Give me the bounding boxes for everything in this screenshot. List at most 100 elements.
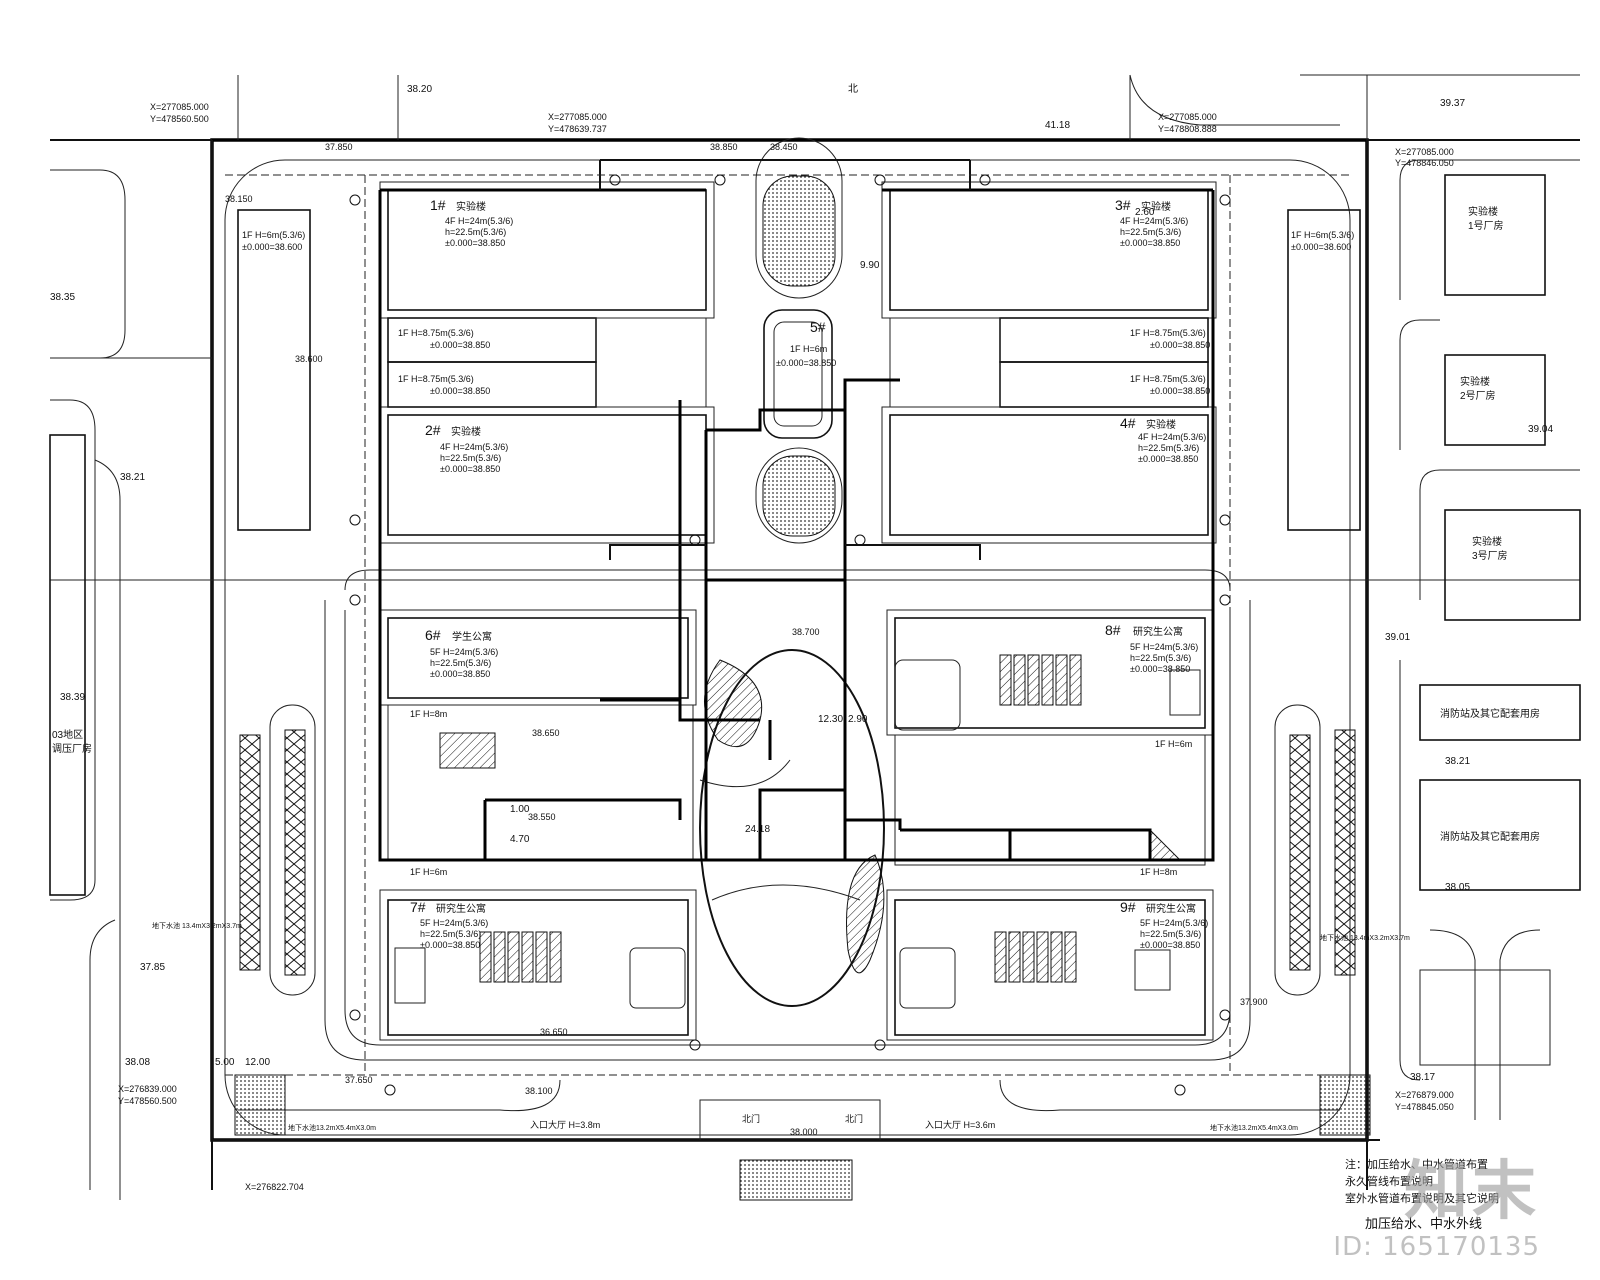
b7-num: 7# — [410, 899, 426, 915]
corr-r1-datum: ±0.000=38.850 — [1150, 340, 1210, 350]
elev: 39.01 — [1385, 632, 1410, 643]
side-building-left — [237, 209, 311, 531]
b3-datum: ±0.000=38.850 — [1120, 238, 1180, 248]
corr-r2-datum: ±0.000=38.850 — [1150, 386, 1210, 396]
b7-datum: ±0.000=38.850 — [420, 940, 480, 950]
elev: 38.17 — [1410, 1072, 1435, 1083]
b5-datum: ±0.000=38.850 — [776, 358, 836, 368]
stair-block — [994, 931, 1007, 983]
b7-spec: 5F H=24m(5.3/6) — [420, 918, 488, 928]
manhole-icon — [979, 174, 991, 186]
elev: 38.21 — [1445, 756, 1470, 767]
b1-datum: ±0.000=38.850 — [445, 238, 505, 248]
stair-block — [549, 931, 562, 983]
elev: 37.900 — [1240, 997, 1268, 1007]
side-building-right — [1287, 209, 1361, 531]
low-block-left — [387, 704, 694, 861]
b4-name: 实验楼 — [1146, 418, 1176, 431]
low-r2: 1F H=8m — [1140, 867, 1177, 877]
corr-l1-spec: 1F H=8.75m(5.3/6) — [398, 328, 474, 338]
elev: 38.850 — [710, 142, 738, 152]
stair-block — [1055, 654, 1068, 706]
manhole-icon — [689, 1039, 701, 1051]
b7-name: 研究生公寓 — [436, 902, 486, 915]
label-line: 3号厂房 — [1472, 549, 1508, 562]
b4-datum: ±0.000=38.850 — [1138, 454, 1198, 464]
b9-datum: ±0.000=38.850 — [1140, 940, 1200, 950]
b9-h: h=22.5m(5.3/6) — [1140, 929, 1201, 939]
b3-name: 实验楼 — [1141, 200, 1171, 213]
elev: 38.05 — [1445, 882, 1470, 893]
b6-h: h=22.5m(5.3/6) — [430, 658, 491, 668]
b2-spec: 4F H=24m(5.3/6) — [440, 442, 508, 452]
stair-block — [493, 931, 506, 983]
elev: 38.450 — [770, 142, 798, 152]
manhole-icon — [689, 534, 701, 546]
label-line: 调压厂房 — [52, 742, 92, 755]
side-l-spec: 1F H=6m(5.3/6) — [242, 230, 305, 240]
b4-num: 4# — [1120, 415, 1136, 431]
b6-num: 6# — [425, 627, 441, 643]
elev: 36.650 — [540, 1027, 568, 1037]
elev: 38.39 — [60, 692, 85, 703]
neighbor-buildings-right — [1419, 174, 1581, 1066]
manhole-icon — [854, 534, 866, 546]
coord-bl-y: Y=478560.500 — [118, 1096, 177, 1106]
b8-spec: 5F H=24m(5.3/6) — [1130, 642, 1198, 652]
b7-h: h=22.5m(5.3/6) — [420, 929, 481, 939]
elev: 38.35 — [50, 292, 75, 303]
stair-block — [479, 931, 492, 983]
side-r-datum: ±0.000=38.600 — [1291, 242, 1351, 252]
elev: 39.04 — [1528, 424, 1553, 435]
tag-gate-r: 北门 — [845, 1113, 863, 1124]
parking-strip-left — [239, 704, 316, 996]
building-7 — [379, 889, 697, 1041]
b9-spec: 5F H=24m(5.3/6) — [1140, 918, 1208, 928]
manhole-icon — [349, 514, 361, 526]
dim: 12.00 — [245, 1057, 270, 1068]
stair-block — [507, 931, 520, 983]
manhole-icon — [384, 1084, 396, 1096]
side-r-spec: 1F H=6m(5.3/6) — [1291, 230, 1354, 240]
neighbor-r5: 消防站及其它配套用房 — [1440, 830, 1540, 843]
coord-bottom: X=276822.704 — [245, 1182, 304, 1192]
tag-gate-l: 北门 — [742, 1113, 760, 1124]
note-line-4: 加压给水、中水外线 — [1365, 1216, 1482, 1231]
b6-name: 学生公寓 — [452, 630, 492, 643]
elev: 37.850 — [325, 142, 353, 152]
inner-road-ring — [224, 159, 1351, 1140]
dim: 2.60 — [1135, 207, 1155, 218]
manhole-symbols — [349, 174, 1231, 1096]
dim: 24.18 — [745, 824, 770, 835]
elev: 39.37 — [1440, 98, 1465, 109]
elev: 38.600 — [295, 354, 323, 364]
b1-spec: 4F H=24m(5.3/6) — [445, 216, 513, 226]
outer-roads — [50, 74, 1580, 1200]
elev: 37.85 — [140, 962, 165, 973]
label-line: 1号厂房 — [1468, 219, 1504, 232]
elev: 38.650 — [532, 728, 560, 738]
side-l-datum: ±0.000=38.600 — [242, 242, 302, 252]
corr-l1-datum: ±0.000=38.850 — [430, 340, 490, 350]
b1-num: 1# — [430, 197, 446, 213]
neighbor-l1: 03地区调压厂房 — [52, 728, 92, 755]
b9-name: 研究生公寓 — [1146, 902, 1196, 915]
elev: 38.700 — [792, 627, 820, 637]
coord-tm-y: Y=478639.737 — [548, 124, 607, 134]
b8-name: 研究生公寓 — [1133, 625, 1183, 638]
corr-r1-spec: 1F H=8.75m(5.3/6) — [1130, 328, 1206, 338]
b2-num: 2# — [425, 422, 441, 438]
elev: 38.150 — [225, 194, 253, 204]
stair-block — [521, 931, 534, 983]
water-tanks — [234, 1074, 1371, 1201]
note-line-1: 注：加压给水、中水管道布置 — [1345, 1157, 1488, 1171]
b3-h: h=22.5m(5.3/6) — [1120, 227, 1181, 237]
b4-h: h=22.5m(5.3/6) — [1138, 443, 1199, 453]
manhole-icon — [349, 594, 361, 606]
manhole-icon — [349, 1009, 361, 1021]
b8-datum: ±0.000=38.850 — [1130, 664, 1190, 674]
elev: 38.100 — [525, 1086, 553, 1096]
